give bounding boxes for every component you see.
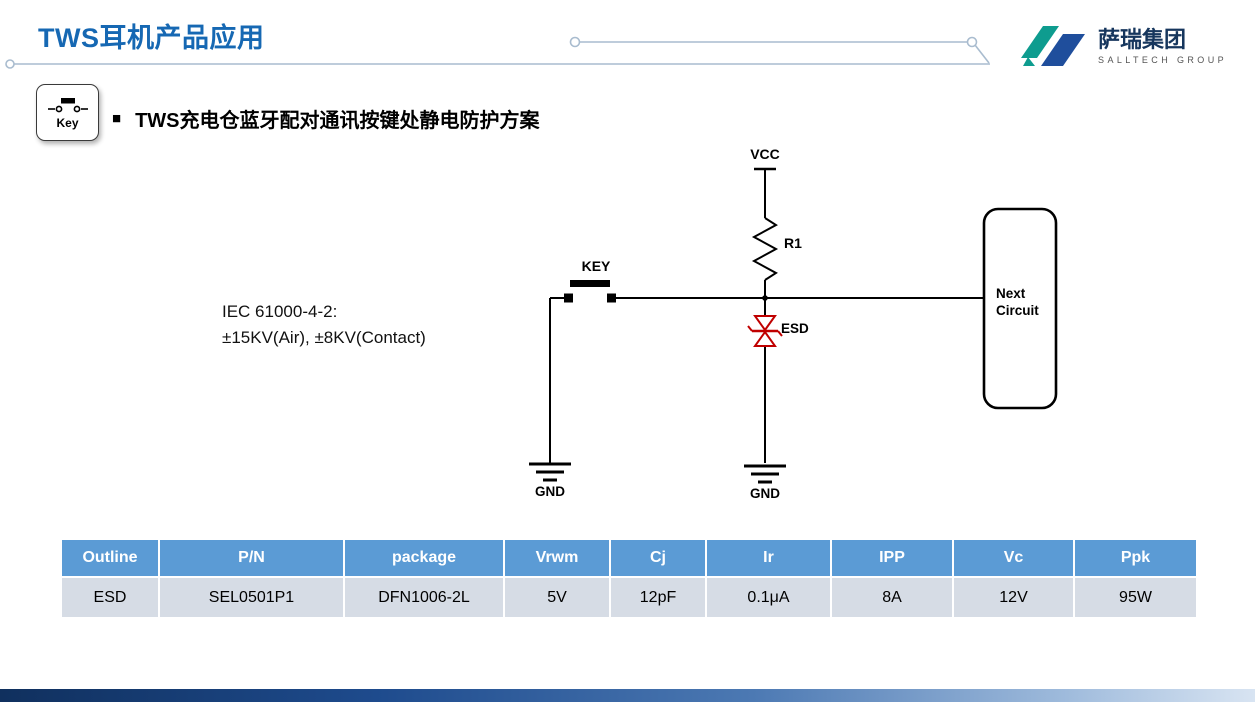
esd-tvs-diode (747, 315, 783, 347)
key-label: KEY (581, 258, 611, 274)
esd-label: ESD (781, 321, 809, 336)
spec-table-header-row: Outline P/N package Vrwm Cj Ir IPP Vc Pp… (62, 540, 1196, 577)
cell-outline: ESD (62, 576, 160, 617)
cell-vrwm: 5V (504, 576, 611, 617)
push-button-icon (47, 98, 88, 113)
key-switch (564, 280, 616, 303)
spec-table-row: ESD SEL0501P1 DFN1006-2L 5V 12pF 0.1μA 8… (62, 576, 1196, 617)
wire-junction (762, 295, 768, 301)
col-header-vc: Vc (953, 540, 1075, 577)
gnd-label-left: GND (535, 484, 565, 499)
cell-ir: 0.1μA (706, 576, 832, 617)
col-header-ir: Ir (706, 540, 832, 577)
col-header-cj: Cj (610, 540, 707, 577)
r1-label: R1 (784, 235, 802, 251)
ground-symbol-left (529, 462, 571, 482)
col-header-ppk: Ppk (1074, 540, 1196, 577)
logo-text: 萨瑞集团 SALLTECH GROUP (1098, 27, 1227, 65)
cell-ppk: 95W (1074, 576, 1196, 617)
page-title: TWS耳机产品应用 (38, 23, 265, 53)
logo-name: 萨瑞集团 (1098, 26, 1187, 52)
col-header-outline: Outline (62, 540, 160, 577)
resistor-r1 (751, 217, 779, 281)
logo-mark-icon (1021, 26, 1086, 66)
key-icon-label: Key (56, 116, 79, 130)
next-circuit-label-line2: Circuit (996, 302, 1039, 318)
footer-gradient-bar (0, 689, 1255, 702)
bullet-icon: ■ (112, 110, 122, 127)
circuit-wires (549, 167, 984, 463)
col-header-vrwm: Vrwm (504, 540, 611, 577)
ground-symbol-right (744, 464, 786, 484)
cell-cj: 12pF (610, 576, 707, 617)
logo-subtitle: SALLTECH GROUP (1098, 55, 1227, 66)
circuit-diagram (529, 167, 1058, 484)
cell-pn: SEL0501P1 (159, 576, 345, 617)
spec-table: Outline P/N package Vrwm Cj Ir IPP Vc Pp… (62, 540, 1196, 617)
col-header-ipp: IPP (831, 540, 954, 577)
company-logo: 萨瑞集团 SALLTECH GROUP (1019, 20, 1227, 72)
cell-ipp: 8A (831, 576, 954, 617)
iec-note: IEC 61000-4-2: ±15KV(Air), ±8KV(Contact) (222, 299, 426, 352)
key-icon-badge: Key (36, 84, 99, 141)
next-circuit-label: Next Circuit (996, 286, 1039, 320)
col-header-pn: P/N (159, 540, 345, 577)
section-heading-row: ■ TWS充电仓蓝牙配对通讯按键处静电防护方案 (112, 104, 540, 133)
col-header-package: package (344, 540, 505, 577)
iec-note-line1: IEC 61000-4-2: (222, 302, 338, 321)
iec-note-line2: ±15KV(Air), ±8KV(Contact) (222, 328, 426, 348)
vcc-label: VCC (750, 146, 780, 162)
section-heading: TWS充电仓蓝牙配对通讯按键处静电防护方案 (135, 110, 540, 132)
cell-vc: 12V (953, 576, 1075, 617)
cell-package: DFN1006-2L (344, 576, 505, 617)
next-circuit-label-line1: Next (996, 286, 1026, 301)
gnd-label-right: GND (750, 486, 780, 501)
